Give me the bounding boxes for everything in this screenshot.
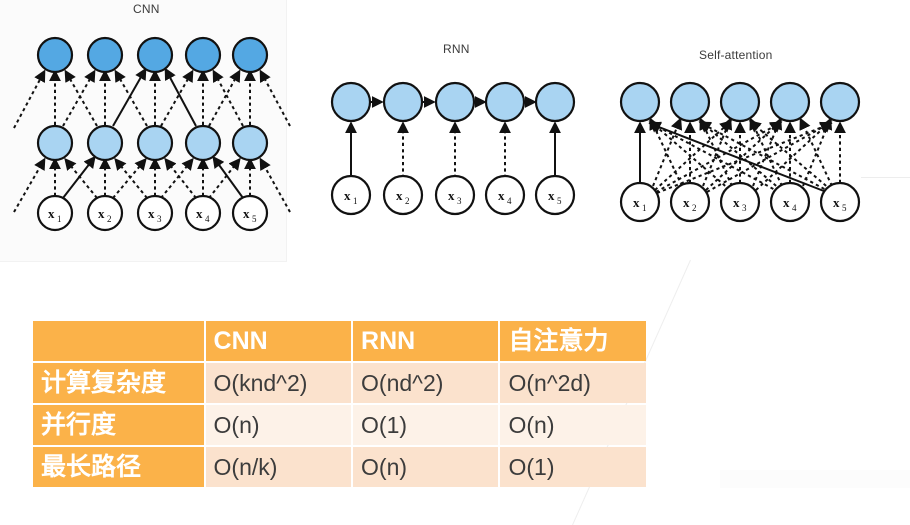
comparison-table: CNN RNN 自注意力 计算复杂度 O(knd^2) O(nd^2) O(n^…	[31, 319, 648, 489]
table-row: 并行度 O(n) O(1) O(n)	[33, 405, 646, 445]
cnn-edges-input-to-mid	[13, 155, 291, 213]
cnn-hidden-nodes	[36, 124, 269, 162]
rnn-input-sub-3: 3	[457, 196, 462, 206]
table-cell-complexity-self-attention: O(n^2d)	[500, 363, 646, 403]
background-rule-horizontal	[861, 177, 910, 178]
cnn-edges-mid-to-top	[13, 67, 291, 129]
diagram-rnn-svg: x 1 x 2 x 3 x 4 x 5	[330, 81, 576, 216]
cnn-input-sub-2: 2	[107, 214, 112, 224]
attention-input-label-2: x	[683, 195, 690, 210]
rnn-state-nodes	[330, 81, 576, 123]
table-header-cnn: CNN	[205, 321, 352, 361]
diagram-rnn: RNN	[315, 30, 595, 260]
attention-input-label-3: x	[733, 195, 740, 210]
attention-input-sub-4: 4	[792, 203, 797, 213]
cnn-input-label-1: x	[48, 206, 55, 221]
diagram-self-attention-svg: x 1 x 2 x 3 x 4 x 5	[619, 81, 861, 223]
table-row-label-parallelism: 并行度	[33, 405, 204, 445]
attention-input-sub-5: 5	[842, 203, 847, 213]
diagram-rnn-title: RNN	[443, 42, 470, 56]
table-header-rnn: RNN	[353, 321, 499, 361]
rnn-input-edges	[345, 121, 561, 178]
table-row: 计算复杂度 O(knd^2) O(nd^2) O(n^2d)	[33, 363, 646, 403]
table-header-row: CNN RNN 自注意力	[33, 321, 646, 361]
cnn-input-sub-4: 4	[205, 214, 210, 224]
table-header-self-attention: 自注意力	[500, 321, 646, 361]
cnn-input-label-2: x	[98, 206, 105, 221]
diagram-self-attention: Self-attention	[608, 30, 908, 260]
table-cell-max-path-cnn: O(n/k)	[205, 447, 352, 487]
rnn-input-label-1: x	[344, 188, 351, 203]
cnn-input-sub-1: 1	[57, 214, 62, 224]
cnn-input-sub-5: 5	[252, 214, 257, 224]
attention-input-nodes	[619, 181, 861, 223]
rnn-input-label-4: x	[498, 188, 505, 203]
background-band	[720, 470, 910, 488]
rnn-input-label-3: x	[448, 188, 455, 203]
attention-input-sub-3: 3	[742, 203, 747, 213]
table-cell-parallelism-rnn: O(1)	[353, 405, 499, 445]
rnn-input-sub-1: 1	[353, 196, 358, 206]
rnn-input-label-2: x	[396, 188, 403, 203]
rnn-input-sub-5: 5	[557, 196, 562, 206]
table-cell-parallelism-self-attention: O(n)	[500, 405, 646, 445]
cnn-input-nodes	[36, 194, 269, 232]
table-corner-cell	[33, 321, 204, 361]
cnn-input-label-3: x	[148, 206, 155, 221]
cnn-input-label-4: x	[196, 206, 203, 221]
rnn-input-sub-2: 2	[405, 196, 410, 206]
cnn-output-nodes	[36, 36, 269, 74]
rnn-input-label-5: x	[548, 188, 555, 203]
attention-input-sub-1: 1	[642, 203, 647, 213]
table-row-label-max-path: 最长路径	[33, 447, 204, 487]
rnn-input-labels: x 1 x 2 x 3 x 4 x 5	[344, 188, 562, 206]
table-row-label-complexity: 计算复杂度	[33, 363, 204, 403]
attention-edges	[634, 117, 846, 194]
table-cell-max-path-rnn: O(n)	[353, 447, 499, 487]
diagram-self-attention-title: Self-attention	[699, 48, 773, 62]
table-cell-complexity-cnn: O(knd^2)	[205, 363, 352, 403]
rnn-input-nodes	[330, 174, 576, 216]
diagram-cnn-title: CNN	[133, 2, 160, 16]
cnn-input-labels: x 1 x 2 x 3 x 4 x 5	[48, 206, 257, 224]
cnn-input-label-5: x	[243, 206, 250, 221]
attention-input-label-5: x	[833, 195, 840, 210]
attention-output-nodes	[619, 81, 861, 123]
attention-input-sub-2: 2	[692, 203, 697, 213]
table-cell-complexity-rnn: O(nd^2)	[353, 363, 499, 403]
table-row: 最长路径 O(n/k) O(n) O(1)	[33, 447, 646, 487]
cnn-input-sub-3: 3	[157, 214, 162, 224]
rnn-input-sub-4: 4	[507, 196, 512, 206]
table-cell-max-path-self-attention: O(1)	[500, 447, 646, 487]
attention-input-label-4: x	[783, 195, 790, 210]
table-cell-parallelism-cnn: O(n)	[205, 405, 352, 445]
diagram-cnn: CNN	[0, 0, 300, 270]
attention-input-label-1: x	[633, 195, 640, 210]
attention-input-labels: x 1 x 2 x 3 x 4 x 5	[633, 195, 847, 213]
diagram-cnn-svg: x 1 x 2 x 3 x 4 x 5	[13, 36, 291, 232]
